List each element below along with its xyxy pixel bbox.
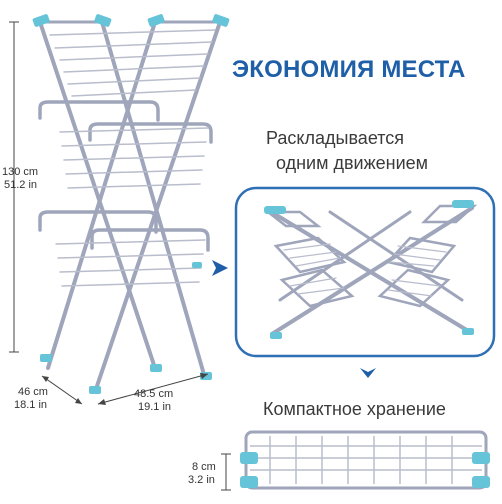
folding-caption-line1: Раскладывается (266, 128, 405, 148)
depth-cm: 46 cm (18, 386, 48, 398)
compact-caption: Компактное хранение (263, 399, 446, 419)
drying-rack-standing (38, 20, 222, 394)
drying-rack-compact (244, 430, 488, 490)
compact-height-cm: 8 cm (192, 461, 216, 473)
dimension-lines (9, 21, 209, 405)
depth-dimension-label: 46 cm 18.1 in (14, 386, 48, 412)
width-cm: 48.5 cm (134, 388, 174, 400)
height-dimension-label: 130 cm 51.2 in (2, 166, 38, 192)
height-in: 51.2 in (4, 179, 38, 191)
depth-in: 18.1 in (14, 399, 48, 411)
headline: ЭКОНОМИЯ МЕСТА (232, 56, 466, 83)
compact-height-in: 3.2 in (188, 474, 215, 486)
arrow-down-icon (360, 368, 376, 378)
height-cm: 130 cm (2, 166, 39, 178)
compact-dimension-line (221, 453, 231, 491)
compact-height-label: 8 cm 3.2 in (188, 461, 216, 487)
compact-rack-caps (240, 452, 490, 488)
drying-rack-folding (264, 204, 478, 336)
rack-caps (32, 14, 230, 394)
folding-rack-caps (264, 200, 474, 339)
folding-caption-line2: одним движением (276, 153, 429, 173)
width-in: 19.1 in (138, 401, 172, 413)
arrow-right-icon (212, 260, 228, 276)
width-dimension-label: 48.5 cm 19.1 in (134, 388, 173, 414)
